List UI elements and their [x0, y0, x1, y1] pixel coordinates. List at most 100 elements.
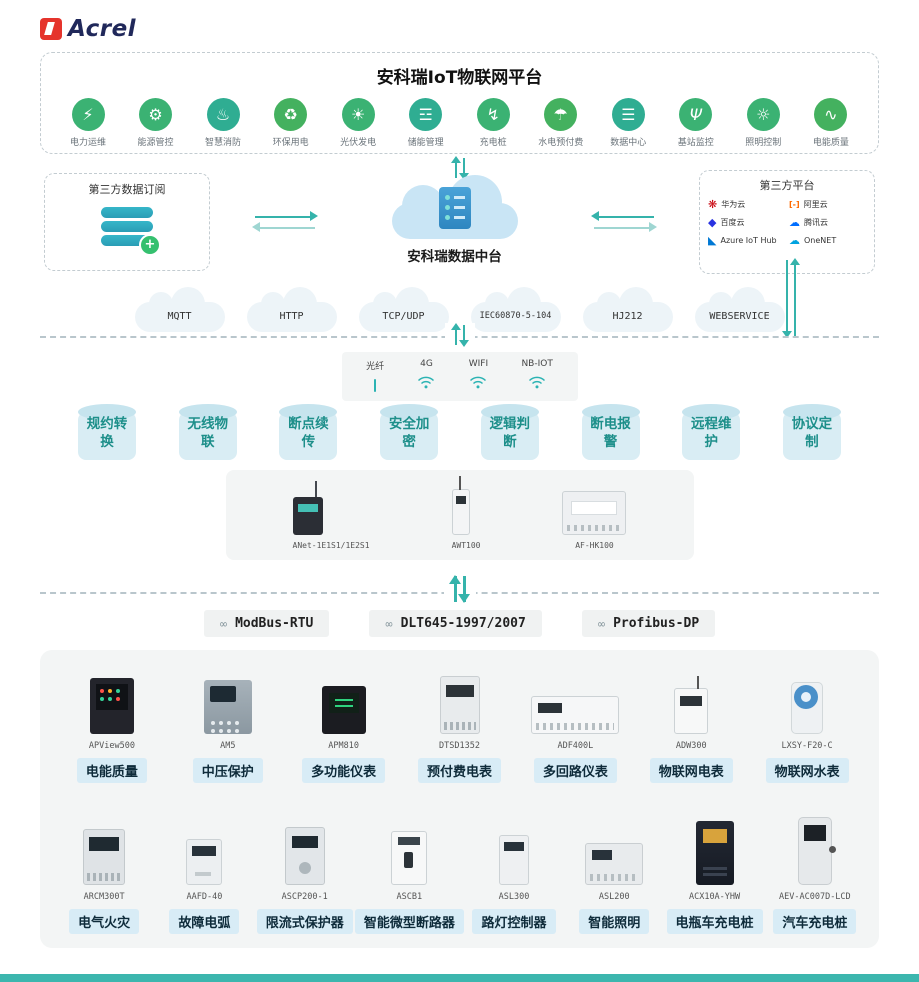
gateway-afhk100: AF-HK100: [562, 491, 627, 550]
charging-pile-icon: ↯: [476, 98, 510, 131]
pv-generation-icon: ☀: [341, 98, 375, 131]
device-model: AM5: [220, 741, 236, 751]
device-category-label: 故障电弧: [169, 909, 240, 934]
gateway-model: AWT100: [451, 541, 481, 550]
conn-4g: 4G: [417, 359, 435, 392]
vendor-onenet: ☁ OneNET: [789, 235, 866, 246]
link-icon: ∞: [385, 616, 393, 631]
device-aev-charger: AEV-AC007D-LCD 汽车充电桩: [765, 817, 865, 934]
link-icon: ∞: [597, 616, 606, 631]
device-category-label: 限流式保护器: [256, 909, 353, 934]
vendor-name: OneNET: [804, 236, 837, 245]
ascp200-image: [284, 827, 325, 885]
acrel-logo: Acrel: [40, 16, 136, 42]
device-asl200: ASL200 智能照明: [564, 843, 664, 934]
dtsd1352-image: [439, 676, 480, 734]
up-arrow-icon: [790, 258, 800, 336]
protocol-cloud-http: HTTP: [246, 287, 337, 332]
fire-safety-icon: ♨: [206, 98, 240, 131]
device-row-2: ARCM300T 电气火灾 AAFD-40 故障电弧 ASCP200-1 限流式…: [54, 817, 865, 934]
power-ops-icon: ⚡: [71, 98, 105, 131]
capability-protocol-conversion: 规约转换: [78, 404, 136, 460]
device-model: APView500: [88, 741, 135, 751]
vendor-tencent-cloud: ☁ 腾讯云: [789, 217, 866, 228]
capability-custom-protocol: 协议定制: [782, 404, 841, 460]
vendor-name: 百度云: [720, 218, 745, 227]
protocol-cloud-mqtt: MQTT: [134, 287, 225, 332]
vendor-ali-cloud: [-] 阿里云: [789, 199, 866, 210]
power-quality-icon: ∿: [814, 98, 848, 131]
left-arrow-icon: [251, 222, 315, 232]
device-model: ADF400L: [557, 741, 594, 751]
device-asl300: ASL300 路灯控制器: [464, 835, 564, 934]
prepay-icon: ☂: [544, 98, 578, 131]
device-apm810: APM810 多功能仪表: [286, 686, 402, 783]
down-arrow-icon: [458, 325, 469, 347]
base-station-icon: Ψ: [679, 98, 713, 131]
huawei-cloud-icon: ❋: [708, 198, 718, 211]
right-arrow-icon: [254, 211, 318, 221]
eco-power-icon: ♻: [274, 98, 308, 131]
data-middle-platform: 安科瑞数据中台: [360, 175, 550, 265]
device-row-1: APView500 电能质量 AM5 中压保护 APM810 多功能仪表 DTS…: [54, 676, 865, 783]
app-label: 电能质量: [812, 138, 849, 148]
vendor-name: 华为云: [721, 200, 746, 209]
device-model: ASCB1: [396, 892, 423, 902]
device-model: ASL200: [598, 892, 630, 902]
capabilities-row: 规约转换 无线物联 断点续传 安全加密 逻辑判断 断电报警 远程维护 协议定制: [78, 402, 841, 460]
4g-signal-icon: [417, 373, 435, 389]
right-arrow-icon: [594, 222, 658, 232]
asl300-image: [499, 835, 529, 885]
gateway-model: AF-HK100: [575, 541, 614, 550]
dashed-divider-upper: [40, 323, 879, 347]
end-devices-box: APView500 电能质量 AM5 中压保护 APM810 多功能仪表 DTS…: [40, 650, 879, 948]
link-icon: ∞: [219, 616, 228, 631]
app-item-eco-power: ♻ 环保用电: [260, 98, 322, 148]
conn-fiber: 光纤: [366, 359, 384, 392]
vendor-name: 阿里云: [803, 200, 828, 209]
device-category-label: 智能微型断路器: [354, 909, 464, 934]
app-label: 环保用电: [272, 138, 309, 148]
data-middle-platform-label: 安科瑞数据中台: [407, 249, 502, 265]
device-category-label: 多功能仪表: [302, 758, 386, 783]
apview500-image: [89, 678, 134, 734]
device-ascb1: ASCB1 智能微型断路器: [354, 831, 464, 934]
device-aafd40: AAFD-40 故障电弧: [154, 839, 254, 934]
device-model: DTSD1352: [439, 741, 480, 751]
plus-icon: +: [139, 234, 161, 256]
device-category-label: 智能照明: [579, 909, 650, 934]
device-dtsd1352: DTSD1352 预付费电表: [402, 676, 518, 783]
conn-label: NB-IOT: [521, 359, 553, 369]
device-model: ASCP200-1: [281, 892, 328, 902]
device-model: LXSY-F20-C: [781, 741, 833, 751]
app-item-fire-safety: ♨ 智慧消防: [192, 98, 254, 148]
up-arrow-icon: [450, 323, 461, 345]
device-model: APM810: [328, 741, 359, 751]
gateway-model: ANet-1E1S1/1E2S1: [292, 541, 370, 550]
adf400l-image: [531, 696, 620, 734]
app-item-energy-mgmt: ⚙ 能源管控: [125, 98, 187, 148]
protocol-cloud-webservice: WEBSERVICE: [694, 287, 785, 332]
third-party-box-title: 第三方平台: [759, 179, 815, 192]
protocol-label: DLT645-1997/2007: [400, 616, 526, 631]
third-party-platform-box: 第三方平台 ❋ 华为云 [-] 阿里云 ◆ 百度云 ☁ 腾讯云: [699, 170, 875, 274]
conn-wifi: WIFI: [469, 359, 488, 392]
left-arrow-icon: [591, 211, 655, 221]
vendor-name: Azure IoT Hub: [720, 236, 777, 245]
app-item-prepay: ☂ 水电预付费: [530, 98, 592, 148]
device-model: AAFD-40: [186, 892, 223, 902]
protocol-cloud-tcpudp: TCP/UDP: [358, 287, 449, 332]
lxsy-f20c-image: [791, 682, 824, 734]
up-arrow-icon: [448, 575, 461, 602]
app-item-data-center: ☰ 数据中心: [597, 98, 659, 148]
azure-icon: ◣: [708, 234, 717, 247]
device-category-label: 物联网电表: [649, 758, 733, 783]
db-disc: [101, 207, 153, 218]
device-arcm300t: ARCM300T 电气火灾: [54, 829, 154, 934]
app-item-energy-storage: ☲ 储能管理: [395, 98, 457, 148]
conn-label: WIFI: [468, 359, 489, 369]
down-arrow-icon: [457, 576, 470, 603]
onenet-cloud-icon: ☁: [789, 234, 800, 247]
vendor-name: 腾讯云: [804, 218, 828, 227]
server-icon: [438, 187, 471, 229]
